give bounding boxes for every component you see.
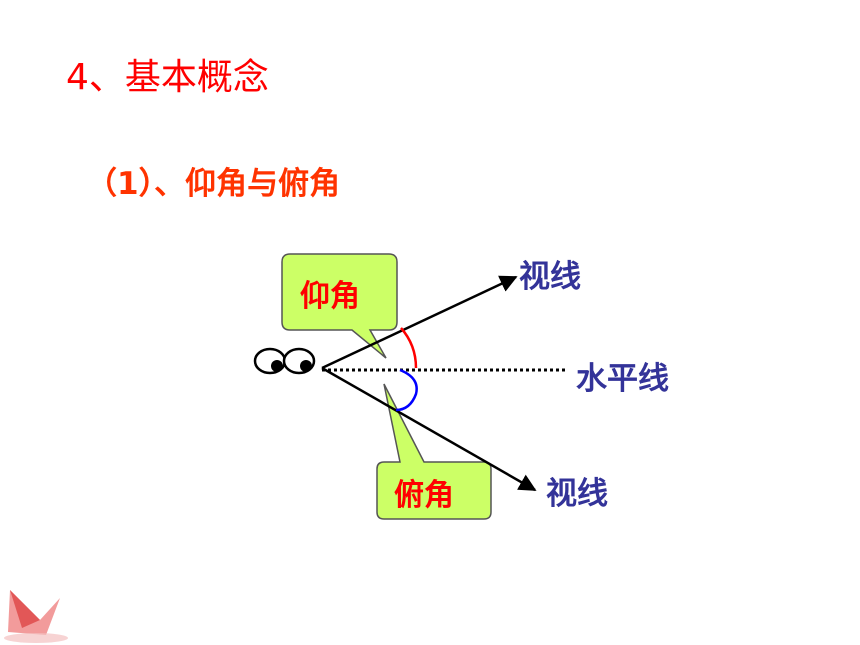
- elevation-angle-label: 仰角: [300, 279, 360, 314]
- elevation-arc: [400, 327, 418, 369]
- slide-subtitle: （1）、仰角与俯角: [86, 166, 341, 202]
- upper-sight-line: [321, 275, 518, 370]
- lower-sight-line: [321, 366, 537, 492]
- slide-title: 4、基本概念: [66, 57, 269, 98]
- paper-crane-logo: [4, 590, 68, 643]
- elevation-callout: [281, 253, 398, 359]
- lower-sight-label: 视线: [546, 476, 608, 512]
- depression-arc: [395, 368, 418, 412]
- upper-sight-label: 视线: [519, 259, 581, 295]
- eyes-icon: [253, 347, 316, 375]
- depression-angle-label: 俯角: [394, 478, 454, 513]
- horizontal-line-label: 水平线: [576, 361, 669, 397]
